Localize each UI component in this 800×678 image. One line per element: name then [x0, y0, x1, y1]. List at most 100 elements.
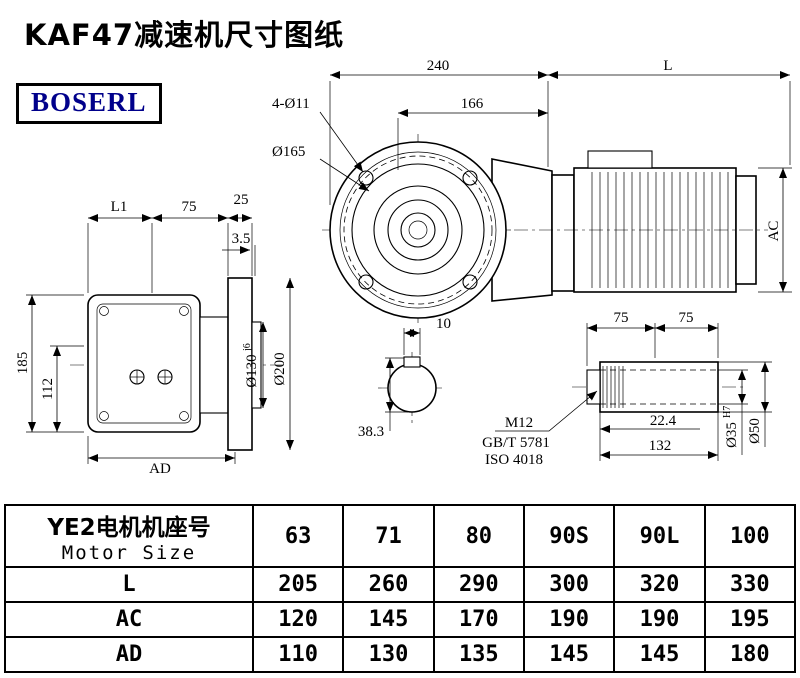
- dim-10: 10: [436, 316, 451, 332]
- shaft-center-circle: [408, 220, 428, 240]
- hub-circle: [387, 199, 449, 261]
- side-view: [70, 277, 285, 451]
- dim-165: Ø165: [272, 144, 305, 160]
- value-L-90l: 320: [613, 566, 706, 603]
- dim-22-4: 22.4: [650, 413, 677, 429]
- value-L-100: 330: [703, 566, 797, 603]
- bolt-leader: [319, 111, 364, 173]
- shaft-body: [599, 361, 719, 413]
- motor-size-80: 80: [432, 504, 525, 568]
- motor-terminal-box: [587, 150, 653, 169]
- dim-185: 185: [15, 352, 31, 375]
- dim-240: 240: [427, 58, 450, 74]
- motor-size-71: 71: [342, 504, 435, 568]
- value-AC-71: 145: [342, 601, 435, 638]
- value-AD-90l: 145: [613, 636, 706, 673]
- dim-AD: AD: [149, 461, 171, 477]
- motor-size-90s: 90S: [522, 504, 616, 568]
- flange-165-circle: [351, 163, 485, 297]
- shaft-bore-circle: [400, 212, 436, 248]
- dim-130: Ø130: [244, 354, 260, 387]
- keyway-slot: [403, 356, 421, 368]
- label-gb: GB/T 5781: [482, 435, 550, 451]
- motor-size-table: YE2电机机座号 Motor Size 63 71 80 90S 90L 100…: [4, 504, 797, 673]
- dim-75a: 75: [614, 310, 629, 326]
- dim-38-3: 38.3: [358, 424, 384, 440]
- corner-bolt: [99, 411, 109, 421]
- label-iso: ISO 4018: [485, 452, 543, 468]
- row-label-L: L: [4, 566, 254, 603]
- dim-200: Ø200: [272, 352, 288, 385]
- motor-size-label-cn: YE2电机机座号: [47, 515, 211, 541]
- value-AD-90s: 145: [522, 636, 616, 673]
- value-AC-90s: 190: [522, 601, 616, 638]
- motor-size-header-cell: YE2电机机座号 Motor Size: [4, 504, 254, 568]
- shaft-end-view: [378, 352, 446, 424]
- corner-bolt: [179, 411, 189, 421]
- dim-35: Ø35: [724, 422, 740, 448]
- front-dimensions: 240 L 166 4-Ø11 Ø165 AC: [272, 58, 792, 293]
- dim-75: 75: [182, 199, 197, 215]
- label-m12: M12: [505, 415, 533, 431]
- page-title: KAF47减速机尺寸图纸: [24, 18, 345, 52]
- bolt-hole-br: [462, 274, 478, 290]
- dim-L: L: [663, 58, 672, 74]
- corner-bolt: [179, 306, 189, 316]
- row-label-AC: AC: [4, 601, 254, 638]
- table-row-AD: AD 110 130 135 145 145 180: [4, 636, 797, 673]
- value-L-71: 260: [342, 566, 435, 603]
- bolt-hole-bl: [358, 274, 374, 290]
- shaft-end-dimensions: 10 38.3: [358, 316, 451, 440]
- dim-AC: AC: [766, 221, 782, 242]
- motor-adapter: [551, 174, 575, 292]
- value-AD-71: 130: [342, 636, 435, 673]
- value-AC-80: 170: [432, 601, 525, 638]
- dim-75b: 75: [679, 310, 694, 326]
- bolt-circle: [343, 155, 493, 305]
- dim-bolt-holes: 4-Ø11: [272, 96, 310, 112]
- motor-size-63: 63: [251, 504, 345, 568]
- value-AD-80: 135: [432, 636, 525, 673]
- thread-hatch: [602, 366, 624, 408]
- dim-50: Ø50: [747, 418, 763, 444]
- m12-leader: [495, 390, 598, 432]
- value-L-90s: 300: [522, 566, 616, 603]
- table-row-AC: AC 120 145 170 190 190 195: [4, 601, 797, 638]
- row-label-AD: AD: [4, 636, 254, 673]
- side-dimensions: L1 75 25 3.5 185 112 Ø130 j6 Ø200: [15, 192, 294, 477]
- flange-ring: [339, 151, 497, 309]
- table-header-row: YE2电机机座号 Motor Size 63 71 80 90S 90L 100: [4, 504, 797, 568]
- motor-size-100: 100: [703, 504, 797, 568]
- technical-drawing: 240 L 166 4-Ø11 Ø165 AC: [15, 58, 792, 477]
- value-AD-100: 180: [703, 636, 797, 673]
- shaft-stub: [586, 369, 601, 405]
- motor-size-label-en: Motor Size: [61, 542, 197, 564]
- shaft-detail-dimensions: 75 75 M12 GB/T 5781 ISO 4018 22.4 132 Ø3…: [482, 310, 772, 468]
- d165-leader: [319, 158, 370, 192]
- dim-112: 112: [40, 378, 56, 400]
- value-AC-63: 120: [251, 601, 345, 638]
- dim-25: 25: [234, 192, 249, 208]
- brand-logo: BOSERL: [16, 83, 162, 124]
- corner-bolt: [99, 306, 109, 316]
- bolt-hole-tr: [462, 170, 478, 186]
- value-AC-100: 195: [703, 601, 797, 638]
- hollow-shaft-bore: [387, 363, 437, 413]
- dim-130-tolerance: j6: [242, 343, 253, 352]
- flange-spigot-circle: [373, 185, 463, 275]
- dim-3-5: 3.5: [232, 231, 251, 247]
- motor-size-90l: 90L: [613, 504, 706, 568]
- bearing-neck: [199, 316, 229, 414]
- flange-outer-circle: [329, 141, 507, 319]
- table-row-L: L 205 260 290 300 320 330: [4, 566, 797, 603]
- dim-132: 132: [649, 438, 672, 454]
- value-L-80: 290: [432, 566, 525, 603]
- gearbox-body-inner: [96, 303, 192, 424]
- shaft-detail-view: [572, 361, 745, 413]
- value-AD-63: 110: [251, 636, 345, 673]
- dim-L1: L1: [111, 199, 128, 215]
- brand-logo-text: BOSERL: [31, 87, 147, 117]
- value-AC-90l: 190: [613, 601, 706, 638]
- output-flange-plate: [227, 277, 253, 451]
